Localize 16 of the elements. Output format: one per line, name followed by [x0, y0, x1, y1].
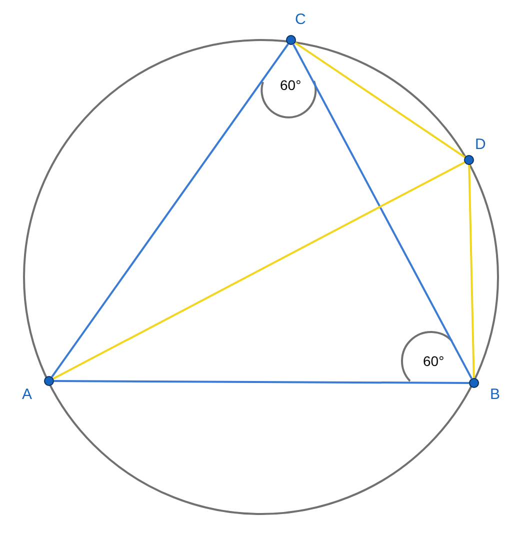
point-dot	[464, 155, 474, 165]
line-segment	[468, 164, 475, 378]
point-label: D	[475, 137, 486, 153]
point-label: A	[22, 387, 32, 403]
point-label: C	[295, 12, 306, 28]
point-label: B	[490, 387, 500, 403]
point-dot	[44, 376, 54, 386]
point-dot	[286, 35, 296, 45]
angle-label: 60°	[280, 77, 302, 93]
line-segment	[54, 380, 469, 384]
line-segment	[52, 161, 466, 380]
line-segment	[51, 44, 289, 378]
line-segment	[292, 44, 473, 380]
angle-label: 60°	[423, 353, 444, 369]
line-segment	[294, 42, 466, 158]
point-dot	[469, 378, 479, 388]
